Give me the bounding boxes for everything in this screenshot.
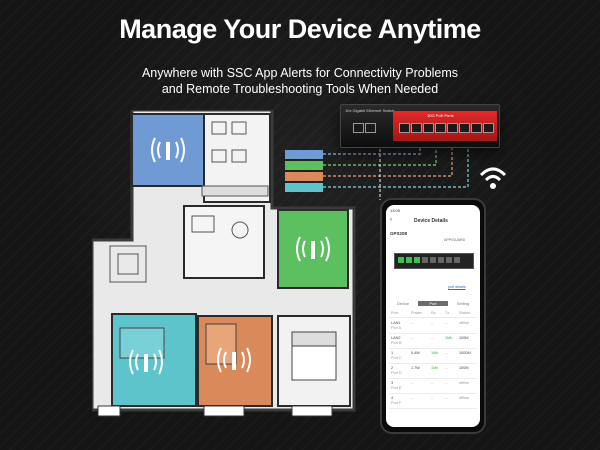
- cell-tx: --: [445, 366, 448, 370]
- cell-tx: --: [445, 351, 448, 355]
- cell-rx: --: [431, 336, 434, 340]
- cell-tx: --: [445, 321, 448, 325]
- tab-port[interactable]: Port: [418, 301, 448, 306]
- cell-status: 100M: [459, 336, 469, 340]
- device-port: [430, 257, 436, 263]
- table-row[interactable]: 3 Port E -- -- -- offline: [389, 379, 477, 394]
- cell-power: --: [411, 396, 414, 400]
- wifi-icon: [479, 167, 507, 189]
- table-header: Port Power Rx Tx Status: [389, 309, 477, 318]
- cell-power: --: [411, 381, 414, 385]
- cell-rx: 1Mb: [431, 351, 439, 355]
- table-row[interactable]: LAN2 Port B -- -- 1Mb 100M: [389, 334, 477, 349]
- cell-port: 1: [391, 351, 394, 355]
- cell-power: 1.7W: [411, 366, 420, 370]
- cell-rx: --: [431, 381, 434, 385]
- link-bar-blue: [285, 150, 323, 159]
- cell-tx: 1Mb: [445, 336, 453, 340]
- switch-port: [365, 123, 376, 133]
- cell-power: --: [411, 321, 414, 325]
- cell-rx: --: [431, 321, 434, 325]
- device-port: [422, 257, 428, 263]
- device-port-green: [414, 257, 420, 263]
- switch-port: [447, 123, 458, 133]
- cell-power: 0.4W: [411, 351, 420, 355]
- cell-rx: 1Mb: [431, 366, 439, 370]
- link-bar-green: [285, 161, 323, 170]
- cell-port: LAN1: [391, 321, 401, 325]
- cell-tx: --: [445, 381, 448, 385]
- switch-poe-label: 10G PoE Ports: [427, 113, 454, 118]
- cell-sub: Port D: [391, 371, 402, 375]
- switch-port: [459, 123, 470, 133]
- device-port-green: [398, 257, 404, 263]
- switch-port: [399, 123, 410, 133]
- link-bar-cyan: [285, 183, 323, 192]
- cell-tx: --: [445, 396, 448, 400]
- back-icon[interactable]: ‹: [390, 217, 392, 223]
- device-port: [438, 257, 444, 263]
- headline: Manage Your Device Anytime: [119, 14, 481, 44]
- cell-port: LAN2: [391, 336, 401, 340]
- device-port: [446, 257, 452, 263]
- cell-status: offline: [459, 321, 470, 325]
- cell-status: offline: [459, 381, 470, 385]
- cell-sub: Port F: [391, 401, 402, 405]
- header-cell: Power: [411, 311, 422, 315]
- header-cell: Tx: [445, 311, 450, 315]
- cell-sub: Port C: [391, 356, 402, 360]
- table-row[interactable]: 4 Port F -- -- -- offline: [389, 394, 477, 409]
- cell-status: 1000M: [459, 351, 471, 355]
- phone: 13:05 ‹ Device Details GPS208 APP/GUARD …: [380, 198, 486, 434]
- app-screen: 13:05 ‹ Device Details GPS208 APP/GUARD …: [386, 205, 480, 427]
- tab-setting[interactable]: Setting: [456, 301, 470, 306]
- switch-port: [435, 123, 446, 133]
- device-status: APP/GUARD: [444, 238, 466, 242]
- cell-power: --: [411, 336, 414, 340]
- header-cell: Rx: [431, 311, 436, 315]
- device-port-green: [406, 257, 412, 263]
- header-cell: Port: [391, 311, 398, 315]
- cell-rx: --: [431, 396, 434, 400]
- switch-port: [411, 123, 422, 133]
- tab-device[interactable]: Device: [396, 301, 410, 306]
- header-cell: Status: [459, 311, 470, 315]
- device-name: GPS208: [390, 231, 408, 236]
- cell-status: 100M: [459, 366, 469, 370]
- table-row[interactable]: LAN1 Port A -- -- -- offline: [389, 319, 477, 334]
- cell-port: 4: [391, 396, 394, 400]
- app-title: Device Details: [414, 218, 448, 224]
- subline-2: and Remote Troubleshooting Tools When Ne…: [161, 82, 439, 96]
- link-bar-orange: [285, 172, 323, 181]
- port-details-link[interactable]: port details: [448, 285, 466, 289]
- cell-port: 3: [391, 381, 394, 385]
- switch-brand-label: 10x Gigabit Ethernet Switch: [345, 108, 395, 113]
- cell-status: offline: [459, 396, 470, 400]
- status-time: 13:05: [390, 208, 401, 213]
- device-port: [454, 257, 460, 263]
- cell-port: 2: [391, 366, 394, 370]
- access-point-icon: [129, 137, 330, 375]
- cell-sub: Port B: [391, 341, 402, 345]
- switch-port: [353, 123, 364, 133]
- poe-switch: 10x Gigabit Ethernet Switch 10G PoE Port…: [340, 104, 500, 148]
- subline-1: Anywhere with SSC App Alerts for Connect…: [141, 66, 459, 80]
- cell-sub: Port A: [391, 326, 402, 330]
- room-bath: [183, 205, 265, 279]
- table-row[interactable]: 2 Port D 1.7W 1Mb -- 100M: [389, 364, 477, 379]
- cell-sub: Port E: [391, 386, 402, 390]
- switch-port: [471, 123, 482, 133]
- floor-plan: [92, 110, 356, 417]
- switch-port: [423, 123, 434, 133]
- switch-port: [483, 123, 494, 133]
- table-row[interactable]: 1 Port C 0.4W 1Mb -- 1000M: [389, 349, 477, 364]
